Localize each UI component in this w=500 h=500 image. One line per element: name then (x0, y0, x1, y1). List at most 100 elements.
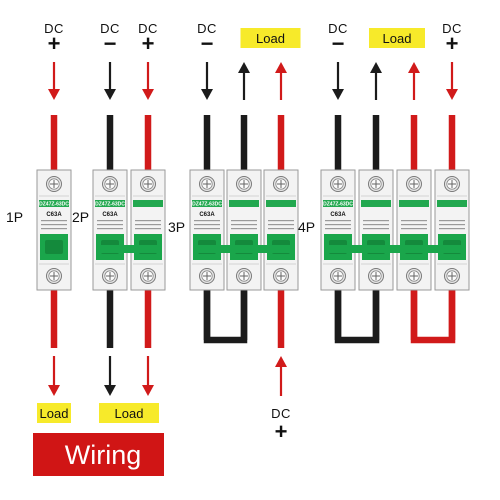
group-1p-bottom-arrow-0 (48, 356, 60, 396)
wiring-banner-text: Wiring (65, 440, 142, 470)
group-3p-top-load-text: Load (256, 31, 285, 46)
group-3p-pole-2-model-strip (229, 200, 259, 207)
group-2p-pole-2-spec-line (135, 220, 161, 222)
group-2p-breaker: DZ47Z-63DC C63A (92, 169, 166, 291)
group-2p-pole-1-rating-text: C63A (102, 212, 118, 218)
group-4p-pole-label: 4P (298, 219, 315, 235)
group-1p-bottom-load-bg (37, 403, 71, 423)
group-1p-bottom-load: Load (37, 403, 71, 423)
group-2p-top-sign-1: + (142, 31, 155, 56)
group-4p-loop-1 (410, 290, 456, 344)
group-3p-pole-2-spec-line (231, 224, 257, 226)
group-2p-pole-1-bottom-screw (102, 268, 118, 284)
group-4p-top-dc-0: DC (328, 21, 348, 36)
group-3p-top-sign-0: − (201, 31, 214, 56)
group-4p-pole-4-spec-line (439, 220, 465, 222)
group-2p-bottom-load-bg (99, 403, 159, 423)
group-4p-pole-2 (358, 169, 394, 291)
group-2p-top-arrow-1-head (142, 89, 154, 100)
group-3p-top-arrow-2 (275, 62, 287, 100)
group-3p-wires (201, 62, 287, 396)
group-1p-pole-1-bottom-screw (46, 268, 62, 284)
group-3p-pole-3-model-strip (266, 200, 296, 207)
group-2p-pole-2-bottom-screw (140, 268, 156, 284)
group-1p-pole-1-toggle-lever (45, 240, 63, 254)
group-2p-bottom-arrow-0-head (104, 385, 116, 396)
group-2p-pole-label: 2P (72, 209, 89, 225)
group-3p-pole-1-model-strip (192, 200, 222, 207)
group-4p-pole-3-top-screw (406, 176, 422, 192)
group-3p-pole-2 (226, 169, 262, 291)
group-3p-bottom-dc: DC (271, 406, 291, 421)
labels-layer: 1PDC+Load2PDC−DC+Load3PDC−LoadDC+4PDC−DC… (6, 21, 461, 444)
wires-layer (48, 62, 458, 396)
group-4p-top-arrow-1-head (370, 62, 382, 73)
group-3p-bottom-arrow-2 (275, 356, 287, 396)
group-4p-pole-3-bottom-screw (406, 268, 422, 284)
group-3p-pole-1-spec-line (194, 228, 220, 230)
group-4p-pole-2-bottom-screw (368, 268, 384, 284)
group-1p-wires (48, 62, 60, 396)
group-4p-top-arrow-0-head (332, 89, 344, 100)
group-2p-top-sign-0: − (104, 31, 117, 56)
group-4p-top-arrow-2-head (408, 62, 420, 73)
group-2p-wires (104, 62, 154, 396)
group-4p-top-arrow-1 (370, 62, 382, 100)
group-2p-pole-1-model-strip (95, 200, 125, 207)
group-2p-pole-2-spec-line (135, 228, 161, 230)
group-3p-pole-3-spec-line (268, 224, 294, 226)
group-3p-pole-label: 3P (168, 219, 185, 235)
group-4p-top-load: Load (369, 28, 425, 48)
group-3p-pole-3-bottom-screw (273, 268, 289, 284)
group-4p-tie-bar (324, 245, 466, 253)
group-2p-pole-1-spec-line (97, 220, 123, 222)
group-4p-pole-4-spec-line (439, 224, 465, 226)
group-3p-top-load-bg (240, 28, 301, 48)
group-3p-top-arrow-0 (201, 62, 213, 100)
group-2p-pole-2-model-strip (133, 200, 163, 207)
group-1p-top-sign-0: + (48, 31, 61, 56)
group-2p-pole-1-top-screw (102, 176, 118, 192)
group-4p-wires (332, 62, 458, 344)
group-2p-pole-1-model-text: DZ47Z-63DC (95, 202, 125, 208)
group-1p-pole-label: 1P (6, 209, 23, 225)
group-3p-pole-1-model-text: DZ47Z-63DC (192, 202, 222, 208)
group-3p-pole-2-bottom-screw (236, 268, 252, 284)
group-3p-top-dc-0: DC (197, 21, 217, 36)
group-4p-pole-3-spec-line (401, 220, 427, 222)
group-4p-top-arrow-3 (446, 62, 458, 100)
group-4p-pole-3-model-strip (399, 200, 429, 207)
group-3p-loop-0 (203, 290, 248, 344)
group-4p-top-arrow-0 (332, 62, 344, 100)
group-3p-pole-1-bottom-screw (199, 268, 215, 284)
group-4p-pole-2-spec-line (363, 220, 389, 222)
group-4p-pole-3-spec-line (401, 228, 427, 230)
breakers-layer: DZ47Z-63DCC63ADZ47Z-63DCC63ADZ47Z-63DCC6… (36, 169, 470, 291)
group-2p-top-dc-1: DC (138, 21, 158, 36)
group-4p-pole-1-spec-line (325, 224, 351, 226)
group-2p-bottom-arrow-1-head (142, 385, 154, 396)
group-2p-bottom-arrow-0 (104, 356, 116, 396)
wiring-banner (33, 433, 164, 476)
group-3p-pole-2-top-screw (236, 176, 252, 192)
group-2p-top-arrow-0-head (104, 89, 116, 100)
group-3p-pole-2-spec-line (231, 228, 257, 230)
group-1p-top-arrow-0-head (48, 89, 60, 100)
group-4p-top-load-bg (369, 28, 425, 48)
group-1p-pole-1-rating-text: C63A (46, 212, 62, 218)
group-4p-top-sign-0: − (332, 31, 345, 56)
group-4p-pole-1-spec-line (325, 220, 351, 222)
group-4p-pole-1-model-text: DZ47Z-63DC (323, 202, 353, 208)
group-4p-pole-4-bottom-screw (444, 268, 460, 284)
group-4p-pole-1-bottom-screw (330, 268, 346, 284)
group-3p-top-arrow-2-head (275, 62, 287, 73)
group-4p-pole-2-top-screw (368, 176, 384, 192)
